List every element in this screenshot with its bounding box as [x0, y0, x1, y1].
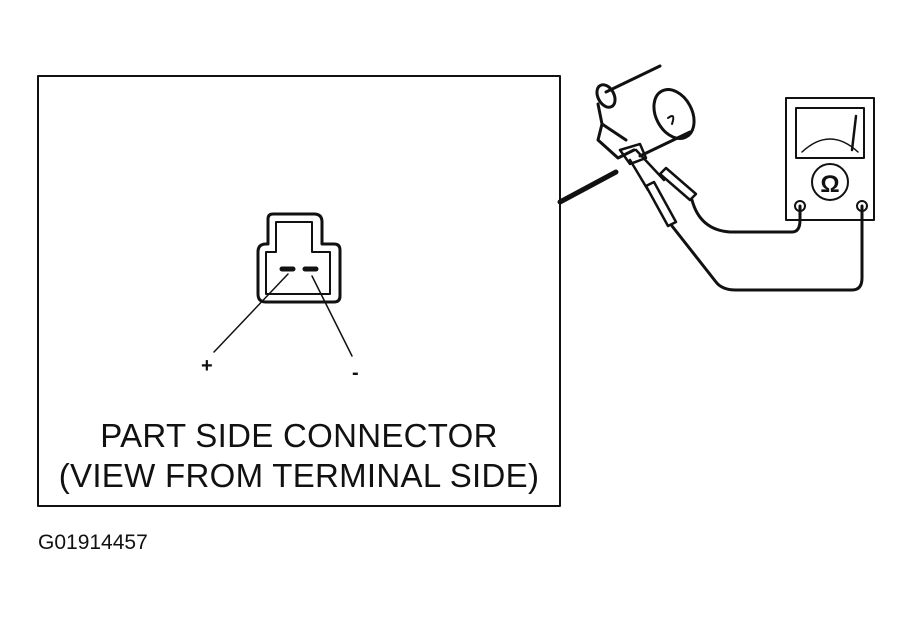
caption-title: PART SIDE CONNECTOR	[100, 417, 498, 454]
negative-meter-lead	[670, 204, 864, 292]
positive-jack	[794, 200, 806, 212]
figure-id: G01914457	[38, 531, 148, 554]
part-side-connector	[256, 212, 342, 304]
positive-meter-lead	[690, 198, 802, 234]
component-pointer-line	[557, 169, 619, 205]
solenoid-valve-icon	[595, 64, 696, 166]
positive-leader-line	[213, 273, 289, 353]
ohmmeter	[785, 97, 875, 221]
negative-leader-line	[311, 275, 353, 357]
positive-terminal-label: +	[201, 355, 213, 377]
meter-needle	[850, 114, 858, 152]
negative-terminal-label: -	[352, 362, 359, 384]
meter-scale-arc	[801, 138, 859, 153]
meter-selector-dial	[811, 163, 849, 201]
connector-view-frame	[37, 75, 561, 507]
caption-subtitle: (VIEW FROM TERMINAL SIDE)	[58, 457, 540, 494]
negative-jack	[856, 200, 868, 212]
ohm-symbol: Ω	[820, 171, 839, 198]
test-probes	[628, 148, 698, 228]
